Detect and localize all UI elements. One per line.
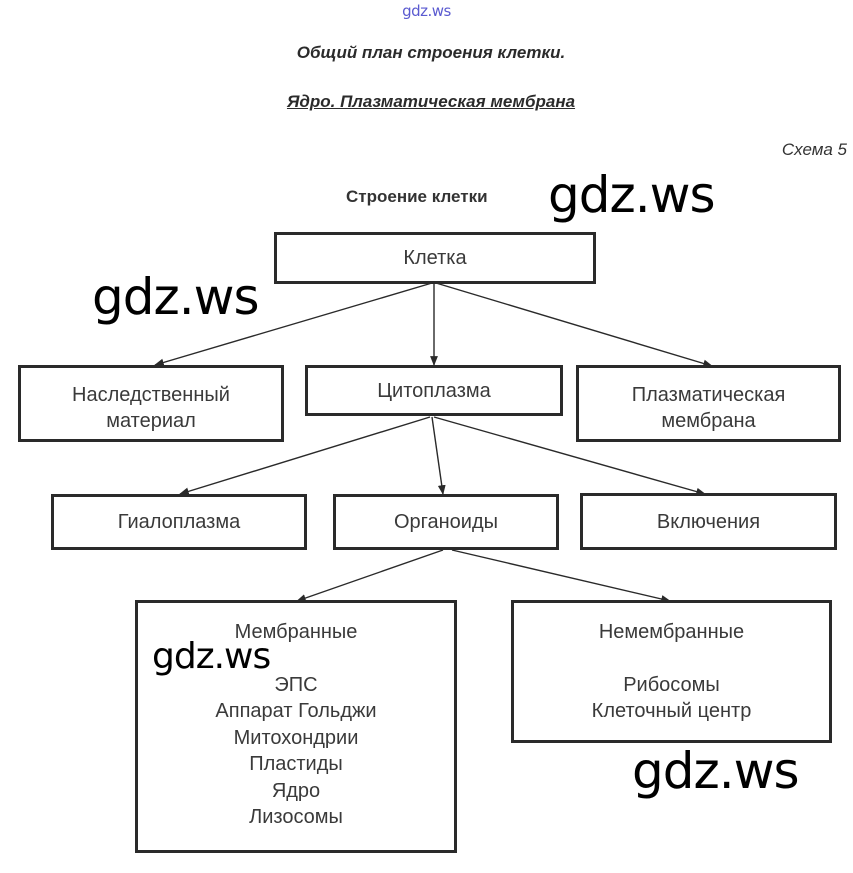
node-plasma-membrane: Плазматическая мембрана (576, 365, 841, 442)
node-hyaloplasm-label: Гиалоплазма (117, 511, 241, 533)
node-inclusions-label: Включения (656, 510, 761, 533)
page-subtitle: Ядро. Плазматическая мембрана (286, 92, 576, 111)
page-title: Общий план строения клетки. (296, 43, 566, 62)
nonmembrane-item: Клеточный центр (591, 700, 752, 722)
diagram-title: Строение клетки (346, 187, 488, 206)
scheme-label: Схема 5 (781, 140, 847, 159)
node-cytoplasm: Цитоплазма (305, 365, 563, 416)
membrane-heading: Мембранные (234, 621, 358, 643)
watermark: gdz.ws (152, 636, 271, 677)
membrane-item: Аппарат Гольджи (215, 700, 377, 722)
watermark: gdz.ws (548, 166, 716, 224)
watermark: gdz.ws (92, 268, 260, 326)
arrow-organoids-to-nonmembrane-group (451, 549, 671, 603)
watermark-top: gdz.ws (402, 2, 451, 20)
node-organoids: Органоиды (333, 494, 559, 550)
node-cytoplasm-label: Цитоплазма (377, 379, 491, 402)
watermark: gdz.ws (632, 742, 800, 800)
membrane-item: ЭПС (274, 673, 318, 696)
node-hereditary-material: Наследственный материал (18, 365, 284, 442)
node-hyaloplasm: Гиалоплазма (51, 494, 307, 550)
arrow-organoids-to-membrane-group (296, 549, 444, 602)
membrane-item: Пластиды (249, 753, 343, 775)
arrow-cytoplasm-to-inclusions (433, 416, 706, 496)
membrane-item: Митохондрии (233, 726, 359, 749)
node-plasma-membrane-label: Плазматическая мембрана (631, 384, 786, 432)
node-organoids-label: Органоиды (393, 511, 499, 533)
node-nonmembrane-organoids: Немембранные Рибосомы Клеточный центр (511, 600, 832, 743)
arrow-cytoplasm-to-hyaloplasm (179, 416, 431, 496)
arrow-cell-to-hereditary (154, 282, 433, 367)
membrane-item: Ядро (271, 779, 321, 802)
arrow-cell-to-membrane (435, 282, 713, 368)
nonmembrane-heading: Немембранные (598, 621, 745, 643)
node-cell: Клетка (274, 232, 596, 284)
arrow-cytoplasm-to-organoids (431, 416, 446, 495)
node-inclusions: Включения (580, 493, 837, 550)
node-membrane-organoids: Мембранные ЭПС Аппарат Гольджи Митохондр… (135, 600, 457, 853)
node-hereditary-material-label: Наследственный материал (72, 384, 230, 432)
node-cell-label: Клетка (403, 247, 467, 269)
nonmembrane-item: Рибосомы (623, 673, 720, 696)
membrane-item: Лизосомы (249, 806, 343, 828)
